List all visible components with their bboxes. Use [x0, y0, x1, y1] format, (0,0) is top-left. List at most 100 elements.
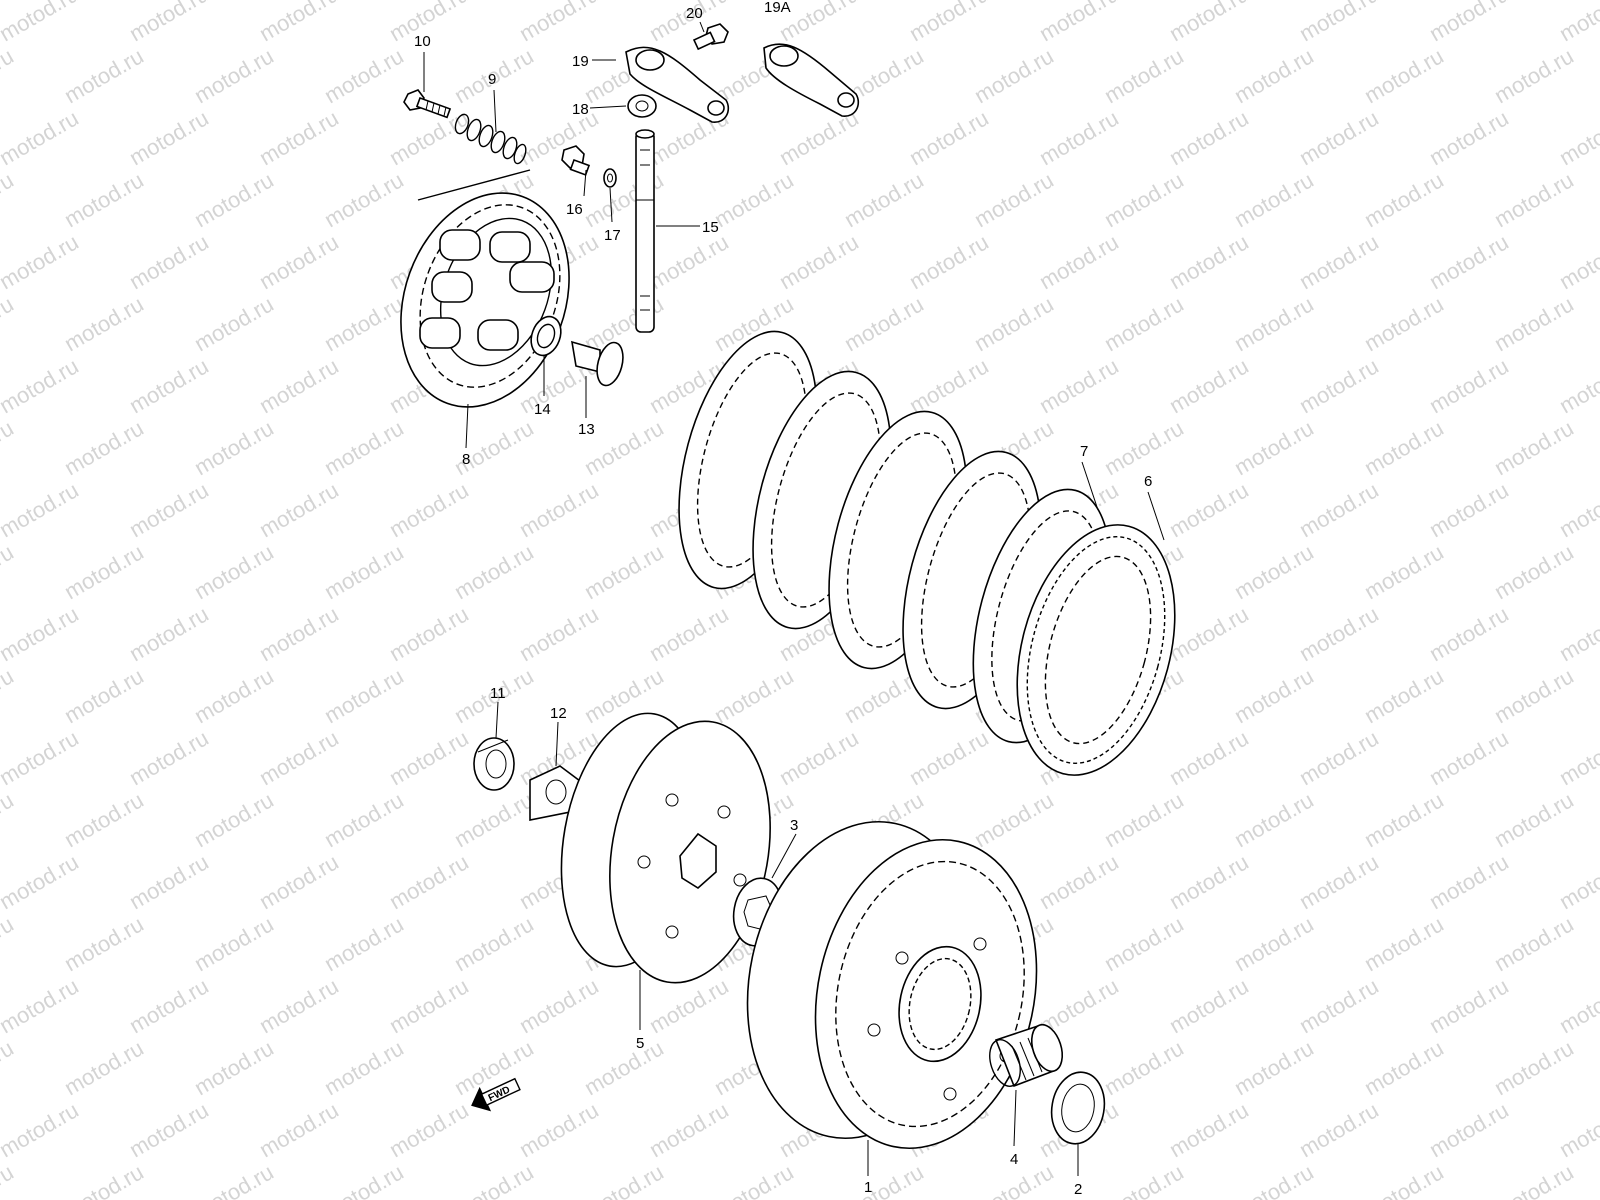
watermark-text: motod.ru	[125, 353, 213, 418]
watermark-text: motod.ru	[190, 1035, 278, 1100]
watermark-text: motod.ru	[190, 787, 278, 852]
callout-7: 7	[1080, 443, 1088, 460]
watermark-text: motod.ru	[0, 353, 83, 418]
watermark-text: motod.ru	[385, 973, 473, 1038]
part-17-washer	[603, 168, 617, 188]
watermark-text: motod.ru	[905, 353, 993, 418]
watermark-text: motod.ru	[1295, 1097, 1383, 1162]
watermark-text: motod.ru	[1425, 849, 1513, 914]
callout-19: 19	[572, 53, 589, 70]
watermark-text: motod.ru	[515, 477, 603, 542]
watermark-text: motod.ru	[515, 1097, 603, 1162]
watermark-text: motod.ru	[1035, 105, 1123, 170]
callout-10: 10	[414, 33, 431, 50]
watermark-text: motod.ru	[1295, 0, 1383, 46]
part-14-bearing	[530, 315, 562, 357]
watermark-text: motod.ru	[840, 291, 928, 356]
watermark-text: motod.ru	[1360, 415, 1448, 480]
watermark-text: motod.ru	[385, 849, 473, 914]
watermark-text: motod.ru	[1230, 911, 1318, 976]
watermark-text: motod.ru	[1360, 911, 1448, 976]
watermark-text: motod.ru	[645, 601, 733, 666]
watermark-text: motod.ru	[1295, 849, 1383, 914]
watermark-text: motod.ru	[60, 167, 148, 232]
watermark-text: motod.ru	[1165, 725, 1253, 790]
watermark-text: motod.ru	[1555, 105, 1600, 170]
watermark-text: motod.ru	[515, 601, 603, 666]
callout-2: 2	[1074, 1181, 1082, 1198]
watermark-text: motod.ru	[320, 539, 408, 604]
watermark-text: motod.ru	[255, 725, 343, 790]
watermark-text: motod.ru	[1490, 167, 1578, 232]
watermark-text: motod.ru	[580, 1159, 668, 1200]
watermark-text: motod.ru	[1425, 1097, 1513, 1162]
watermark-text: motod.ru	[1295, 601, 1383, 666]
watermark-text: motod.ru	[905, 229, 993, 294]
watermark-text: motod.ru	[125, 725, 213, 790]
watermark-text: motod.ru	[1555, 601, 1600, 666]
watermark-text: motod.ru	[515, 973, 603, 1038]
watermark-text: motod.ru	[0, 725, 83, 790]
watermark-text: motod.ru	[320, 43, 408, 108]
watermark-text: motod.ru	[190, 663, 278, 728]
watermark-text: motod.ru	[60, 1035, 148, 1100]
watermark-text: motod.ru	[1230, 539, 1318, 604]
watermark-text: motod.ru	[0, 1035, 18, 1100]
watermark-text: motod.ru	[515, 105, 603, 170]
watermark-text: motod.ru	[1100, 787, 1188, 852]
watermark-text: motod.ru	[0, 601, 83, 666]
watermark-text: motod.ru	[450, 911, 538, 976]
watermark-text: motod.ru	[1555, 477, 1600, 542]
watermark-text: motod.ru	[0, 663, 18, 728]
watermark-text: motod.ru	[0, 43, 18, 108]
watermark-text: motod.ru	[1165, 353, 1253, 418]
watermark-text: motod.ru	[970, 43, 1058, 108]
watermark-text: motod.ru	[255, 477, 343, 542]
part-18-oil-seal	[627, 94, 657, 118]
watermark-text: motod.ru	[970, 167, 1058, 232]
watermark-text: motod.ru	[1230, 1035, 1318, 1100]
watermark-text: motod.ru	[710, 167, 798, 232]
watermark-text: motod.ru	[580, 1035, 668, 1100]
watermark-text: motod.ru	[1425, 601, 1513, 666]
watermark-text: motod.ru	[190, 43, 278, 108]
watermark-text: motod.ru	[320, 291, 408, 356]
watermark-text: motod.ru	[1490, 1159, 1578, 1200]
watermark-text: motod.ru	[125, 105, 213, 170]
part-10-bolt	[403, 89, 452, 119]
watermark-text: motod.ru	[190, 539, 278, 604]
watermark-text: motod.ru	[1165, 601, 1253, 666]
watermark-text: motod.ru	[1555, 849, 1600, 914]
watermark-text: motod.ru	[1230, 1159, 1318, 1200]
watermark-text: motod.ru	[125, 0, 213, 46]
watermark-text: motod.ru	[125, 973, 213, 1038]
watermark-text: motod.ru	[60, 415, 148, 480]
watermark-text: motod.ru	[1360, 167, 1448, 232]
watermark-text: motod.ru	[320, 1035, 408, 1100]
fwd-label: FWD	[487, 1084, 512, 1104]
watermark-text: motod.ru	[905, 105, 993, 170]
part-19-release-lever	[625, 46, 730, 123]
callout-18: 18	[572, 101, 589, 118]
watermark-text: motod.ru	[515, 0, 603, 46]
watermark-text: motod.ru	[1165, 973, 1253, 1038]
watermark-text: motod.ru	[1230, 787, 1318, 852]
watermark-text: motod.ru	[385, 1097, 473, 1162]
watermark-text: motod.ru	[190, 291, 278, 356]
watermark-text: motod.ru	[1425, 725, 1513, 790]
watermark-text: motod.ru	[1490, 415, 1578, 480]
watermark-text: motod.ru	[1165, 105, 1253, 170]
watermark-text: motod.ru	[0, 415, 18, 480]
watermark-text: motod.ru	[1295, 353, 1383, 418]
watermark-text: motod.ru	[60, 1159, 148, 1200]
callout-12: 12	[550, 705, 567, 722]
watermark-text: motod.ru	[320, 415, 408, 480]
watermark-text: motod.ru	[1490, 539, 1578, 604]
part-8-pressure-plate	[400, 169, 570, 408]
watermark-text: motod.ru	[1230, 663, 1318, 728]
watermark-text: motod.ru	[0, 1097, 83, 1162]
callout-labels: 1 2 3 4 5 6 7 8 9 10 11 12 13 14 15 16 1…	[414, 0, 1152, 1198]
watermark-text: motod.ru	[255, 973, 343, 1038]
watermark-text: motod.ru	[1165, 1097, 1253, 1162]
